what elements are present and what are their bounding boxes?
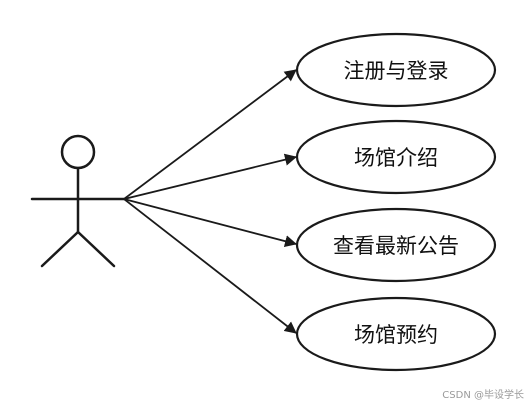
use-case-register-login[interactable] bbox=[295, 32, 497, 108]
use-case-venue-booking[interactable] bbox=[295, 296, 497, 372]
use-case-label-venue-intro: 场馆介绍 bbox=[354, 146, 438, 170]
actor bbox=[30, 134, 126, 268]
actor-leg-left bbox=[40, 230, 80, 268]
association-arrow-latest-announcements bbox=[123, 198, 297, 248]
use-case-label-venue-booking: 场馆预约 bbox=[354, 323, 438, 347]
use-case-label-latest-announcements: 查看最新公告 bbox=[333, 234, 459, 258]
use-case-latest-announcements[interactable] bbox=[295, 207, 497, 283]
actor-head bbox=[60, 134, 96, 170]
actor-leg-right bbox=[76, 230, 116, 268]
associations bbox=[123, 69, 297, 334]
association-arrow-venue-booking bbox=[123, 198, 297, 334]
use-case-label-register-login: 注册与登录 bbox=[344, 59, 449, 83]
use-case-venue-intro[interactable] bbox=[295, 119, 497, 195]
association-arrow-register-login bbox=[123, 69, 297, 200]
watermark: CSDN @毕设学长 bbox=[442, 390, 524, 401]
association-arrow-venue-intro bbox=[123, 153, 297, 200]
use-cases bbox=[295, 32, 497, 372]
